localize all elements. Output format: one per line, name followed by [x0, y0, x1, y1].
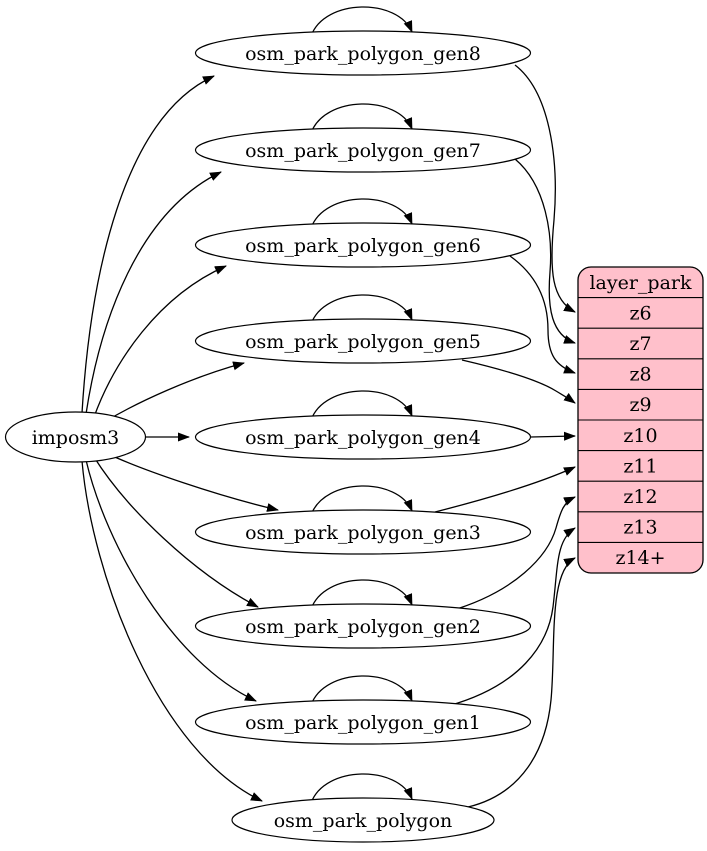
imposm3-label: imposm3 — [32, 427, 120, 449]
gen4-label: osm_park_polygon_gen4 — [245, 427, 481, 449]
node-osm-park-polygon-gen2: osm_park_polygon_gen2 — [194, 603, 532, 649]
self-loop-osm-park-polygon-gen7 — [310, 103, 413, 134]
edge-osm-park-polygon-gen3-z11 — [434, 466, 576, 513]
node-osm-park-polygon-gen1: osm_park_polygon_gen1 — [194, 699, 532, 745]
edges-from-imposm3 — [81, 75, 279, 802]
polygon-label: osm_park_polygon — [274, 810, 453, 832]
self-loop-osm-park-polygon-gen2 — [310, 579, 413, 610]
edge-imposm3-osm-park-polygon-gen3 — [105, 452, 279, 512]
edge-osm-park-polygon-gen1-z13 — [447, 527, 576, 707]
self-loop-osm-park-polygon-gen1 — [310, 675, 413, 706]
edge-imposm3-osm-park-polygon-gen6 — [93, 265, 227, 418]
layer-park-row-z8: z8 — [629, 364, 651, 386]
node-imposm3: imposm3 — [4, 411, 147, 463]
node-osm-park-polygon-gen8: osm_park_polygon_gen8 — [194, 30, 532, 76]
self-loop-osm-park-polygon-gen3 — [310, 485, 413, 516]
edge-osm-park-polygon-gen2-z12 — [449, 496, 576, 612]
edge-osm-park-polygon-gen8-z6 — [514, 64, 576, 313]
self-loop-osm-park-polygon-gen8 — [310, 6, 413, 37]
edge-imposm3-osm-park-polygon-gen5 — [105, 361, 245, 422]
edge-osm-park-polygon-gen7-z7 — [514, 158, 576, 344]
node-osm-park-polygon-gen6: osm_park_polygon_gen6 — [194, 222, 532, 268]
polygon-ellipse — [231, 797, 495, 843]
self-loops — [310, 6, 413, 804]
gen8-ellipse — [194, 30, 532, 76]
gen8-label: osm_park_polygon_gen8 — [245, 43, 481, 65]
gen6-label: osm_park_polygon_gen6 — [245, 235, 481, 257]
layer-park-row-z9: z9 — [629, 394, 651, 416]
edge-imposm3-osm-park-polygon — [81, 460, 263, 802]
self-loop-osm-park-polygon — [310, 773, 413, 804]
edge-imposm3-osm-park-polygon-gen7 — [85, 171, 222, 415]
edge-osm-park-polygon-z14 — [467, 557, 576, 808]
gen2-ellipse — [194, 603, 532, 649]
node-layer-park: layer_park z6 z7 z8 z9 z10 z11 z12 z13 z… — [577, 266, 704, 574]
node-osm-park-polygon-gen7: osm_park_polygon_gen7 — [194, 127, 532, 173]
self-loop-osm-park-polygon-gen4 — [310, 390, 413, 421]
gen6-ellipse — [194, 222, 532, 268]
layer-park-row-z14: z14+ — [615, 547, 665, 569]
layer-park-title: layer_park — [589, 272, 692, 294]
node-osm-park-polygon-gen3: osm_park_polygon_gen3 — [194, 509, 532, 555]
self-loop-osm-park-polygon-gen5 — [310, 294, 413, 325]
edge-osm-park-polygon-gen5-z9 — [461, 359, 576, 404]
node-osm-park-polygon-gen5: osm_park_polygon_gen5 — [194, 318, 532, 364]
layer-park-row-z11: z11 — [623, 456, 657, 478]
self-loop-osm-park-polygon-gen6 — [310, 198, 413, 229]
gen7-ellipse — [194, 127, 532, 173]
layer-park-row-z7: z7 — [629, 333, 651, 355]
edge-imposm3-osm-park-polygon-gen1 — [85, 459, 257, 702]
gen7-label: osm_park_polygon_gen7 — [245, 140, 481, 162]
layer-park-row-z12: z12 — [623, 486, 657, 508]
gen3-label: osm_park_polygon_gen3 — [245, 522, 481, 544]
gen5-label: osm_park_polygon_gen5 — [245, 331, 481, 353]
gen2-label: osm_park_polygon_gen2 — [245, 616, 481, 638]
layer-park-row-z10: z10 — [623, 425, 657, 447]
edges-to-layer-park — [434, 64, 576, 808]
gen1-ellipse — [194, 699, 532, 745]
imposm3-ellipse — [4, 411, 147, 463]
gen1-label: osm_park_polygon_gen1 — [245, 712, 481, 734]
layer-park-row-z6: z6 — [629, 303, 651, 325]
edge-imposm3-osm-park-polygon-gen2 — [93, 456, 259, 608]
node-osm-park-polygon: osm_park_polygon — [231, 797, 495, 843]
node-osm-park-polygon-gen4: osm_park_polygon_gen4 — [194, 414, 532, 460]
gen5-ellipse — [194, 318, 532, 364]
edge-osm-park-polygon-gen4-z10 — [530, 431, 576, 441]
layer-park-row-z13: z13 — [623, 517, 657, 539]
edge-osm-park-polygon-gen6-z8 — [509, 255, 576, 374]
edge-imposm3-osm-park-polygon-gen8 — [81, 75, 215, 414]
gen4-ellipse — [194, 414, 532, 460]
gen3-ellipse — [194, 509, 532, 555]
